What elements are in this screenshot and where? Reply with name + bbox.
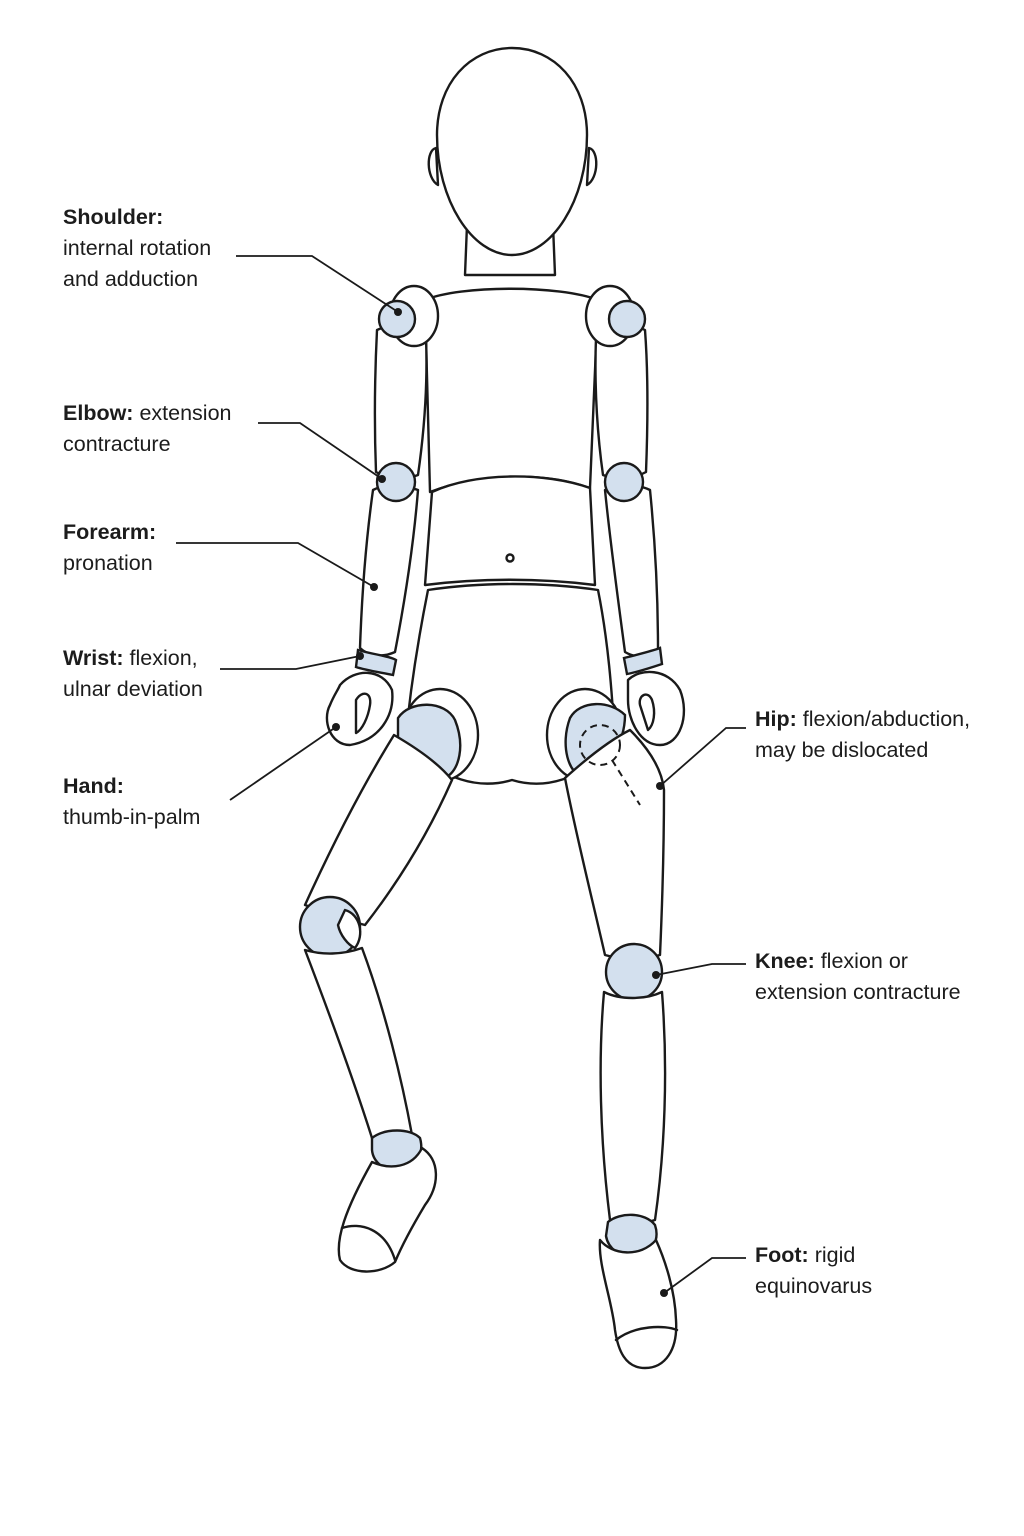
wrist-line2: ulnar deviation: [63, 677, 203, 701]
shoulder-leader-dot: [394, 308, 402, 316]
shoulder-leader: [236, 255, 399, 313]
hand-term: Hand:: [63, 774, 124, 798]
shoulder-line3: and adduction: [63, 267, 199, 291]
left-foot: [598, 1238, 678, 1370]
hip-line2: may be dislocated: [755, 738, 929, 762]
hip-dislocation-path: [611, 759, 641, 806]
left-shin: [599, 990, 667, 1225]
hand-line2: thumb-in-palm: [63, 805, 201, 829]
knee-leader-dot: [652, 971, 660, 979]
elbow-term: Elbow:: [63, 401, 134, 425]
abdomen: [423, 475, 597, 587]
right-elbow-joint: [375, 461, 417, 503]
left-wrist-band: [622, 646, 664, 676]
left-thumb: [638, 693, 656, 732]
forearm-leader: [176, 542, 375, 588]
right-upper-arm: [373, 323, 428, 480]
wrist-label: Wrist: flexion, ulnar deviation: [63, 643, 203, 705]
hand-label: Hand: thumb-in-palm: [63, 771, 200, 833]
elbow-label: Elbow: extension contracture: [63, 398, 231, 460]
leader-lines: [176, 255, 746, 1297]
left-ear: [427, 146, 440, 187]
wrist-leader: [220, 655, 361, 670]
right-ear: [585, 146, 598, 187]
foot-leader: [663, 1257, 746, 1294]
elbow-line1: extension: [133, 401, 232, 425]
right-toe-line: [340, 1224, 397, 1262]
forearm-line2: pronation: [63, 551, 153, 575]
wrist-term: Wrist:: [63, 646, 124, 670]
chest: [423, 287, 600, 494]
elbow-leader: [258, 422, 383, 480]
shoulder-label: Shoulder: internal rotation and adductio…: [63, 202, 211, 295]
mannequin-figure: [298, 46, 686, 1370]
foot-label: Foot: rigid equinovarus: [755, 1240, 872, 1302]
right-wrist-band: [354, 648, 398, 677]
knee-term: Knee:: [755, 949, 815, 973]
hip-dislocation-marker: [579, 724, 621, 766]
left-shoulder-joint: [607, 299, 647, 339]
hip-leader-dot: [656, 782, 664, 790]
foot-term: Foot:: [755, 1243, 809, 1267]
left-forearm: [603, 484, 660, 658]
right-forearm: [358, 484, 420, 657]
foot-leader-dot: [660, 1289, 668, 1297]
left-toe-line: [614, 1325, 679, 1342]
left-hand: [626, 670, 686, 747]
right-thumb: [354, 692, 372, 735]
hip-label: Hip: flexion/abduction, may be dislocate…: [755, 704, 970, 766]
elbow-leader-dot: [378, 475, 386, 483]
forearm-leader-dot: [370, 583, 378, 591]
hand-leader-dot: [332, 723, 340, 731]
hip-line1: flexion/abduction,: [796, 707, 971, 731]
hip-leader: [659, 727, 746, 787]
wrist-leader-dot: [356, 652, 364, 660]
head: [435, 46, 589, 257]
knee-line1: flexion or: [814, 949, 908, 973]
wrist-line1: flexion,: [123, 646, 198, 670]
foot-line1: rigid: [808, 1243, 856, 1267]
hand-leader: [229, 726, 337, 801]
right-shin: [303, 946, 414, 1142]
navel: [505, 553, 515, 563]
shoulder-line2: internal rotation: [63, 236, 212, 260]
left-upper-arm: [594, 323, 649, 480]
right-knee-cap: [336, 908, 362, 950]
shoulder-term: Shoulder:: [63, 205, 164, 229]
right-shoulder-joint: [377, 299, 417, 339]
knee-leader: [655, 963, 746, 976]
left-thigh: [563, 728, 666, 960]
hip-term: Hip:: [755, 707, 797, 731]
knee-label: Knee: flexion or extension contracture: [755, 946, 961, 1008]
left-elbow-joint: [603, 461, 645, 503]
forearm-label: Forearm: pronation: [63, 517, 156, 579]
elbow-line2: contracture: [63, 432, 171, 456]
foot-line2: equinovarus: [755, 1274, 873, 1298]
forearm-term: Forearm:: [63, 520, 157, 544]
right-thigh: [303, 733, 454, 927]
knee-line2: extension contracture: [755, 980, 961, 1004]
